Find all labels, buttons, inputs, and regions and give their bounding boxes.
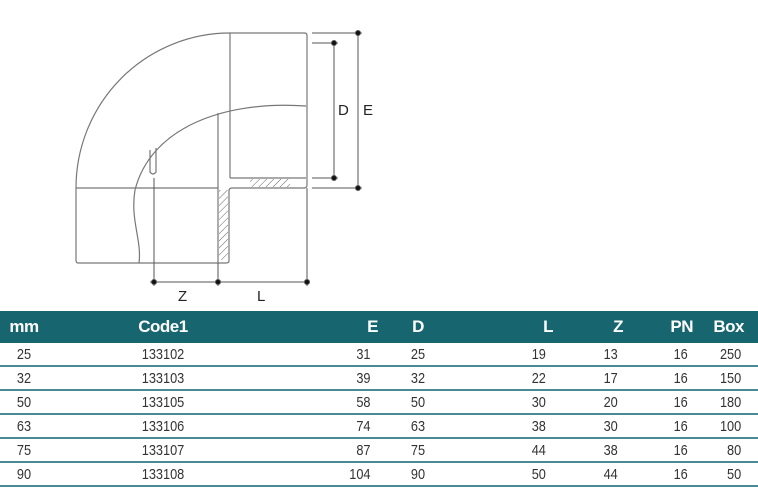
- header-l: L: [458, 311, 554, 343]
- header-mm: mm: [0, 311, 48, 343]
- header-pn: PN: [623, 311, 694, 343]
- cell-pn: 16: [628, 343, 688, 367]
- cell-box: 180: [697, 390, 754, 415]
- cell-mm: 63: [3, 414, 45, 439]
- table-row: 63 133106 74 63 38 30 16 100: [0, 414, 758, 439]
- cell-mm: 75: [3, 438, 45, 463]
- dimension-label-z: Z: [178, 288, 187, 305]
- cell-code: 133105: [65, 390, 261, 415]
- cell-e: 39: [285, 366, 371, 391]
- cell-z: 13: [558, 343, 618, 367]
- cell-mm: 50: [3, 390, 45, 415]
- header-box: Box: [693, 311, 758, 343]
- cell-l: 22: [465, 366, 546, 391]
- specification-table: mm Code1 E D L Z PN Box 25 133102 31 25 19 13…: [0, 311, 758, 487]
- elbow-technical-drawing: D E Z L: [75, 30, 373, 305]
- header-z: Z: [553, 311, 624, 343]
- cell-code: 133106: [65, 414, 261, 439]
- cell-code: 133107: [65, 438, 261, 463]
- table-row: 25 133102 31 25 19 13 16 250: [0, 343, 758, 367]
- cell-e: 58: [285, 390, 371, 415]
- table-header-row: mm Code1 E D L Z PN Box: [0, 311, 758, 343]
- cell-z: 17: [558, 366, 618, 391]
- cell-pn: 16: [628, 390, 688, 415]
- header-e: E: [278, 311, 379, 343]
- cell-pn: 16: [628, 366, 688, 391]
- table-row: 32 133103 39 32 22 17 16 150: [0, 366, 758, 391]
- table-row: 75 133107 87 75 44 38 16 80: [0, 438, 758, 463]
- cell-z: 30: [558, 414, 618, 439]
- cell-mm: 25: [3, 343, 45, 367]
- cell-d: 32: [384, 366, 452, 391]
- cell-box: 50: [697, 462, 754, 487]
- cell-e: 104: [285, 462, 371, 487]
- cell-box: 100: [697, 414, 754, 439]
- cell-e: 74: [285, 414, 371, 439]
- dimension-lines: [150, 30, 362, 286]
- cell-mm: 32: [3, 366, 45, 391]
- cell-box: 80: [697, 438, 754, 463]
- cell-d: 50: [384, 390, 452, 415]
- header-d: D: [378, 311, 458, 343]
- table-row: 50 133105 58 50 30 20 16 180: [0, 390, 758, 415]
- cell-l: 19: [465, 343, 546, 367]
- cell-code: 133103: [65, 366, 261, 391]
- cell-box: 150: [697, 366, 754, 391]
- cell-e: 31: [285, 343, 371, 367]
- dimension-label-d: D: [338, 102, 349, 119]
- table-row: 90 133108 104 90 50 44 16 50: [0, 462, 758, 487]
- cell-z: 44: [558, 462, 618, 487]
- dimension-label-l: L: [257, 288, 265, 305]
- cell-pn: 16: [628, 414, 688, 439]
- cell-code: 133102: [65, 343, 261, 367]
- cell-l: 50: [465, 462, 546, 487]
- cell-l: 44: [465, 438, 546, 463]
- cell-d: 63: [384, 414, 452, 439]
- cell-box: 250: [697, 343, 754, 367]
- cell-z: 20: [558, 390, 618, 415]
- cell-code: 133108: [65, 462, 261, 487]
- cell-e: 87: [285, 438, 371, 463]
- cell-l: 38: [465, 414, 546, 439]
- cell-pn: 16: [628, 438, 688, 463]
- header-code: Code1: [48, 311, 278, 343]
- cell-d: 75: [384, 438, 452, 463]
- cell-d: 90: [384, 462, 452, 487]
- cell-l: 30: [465, 390, 546, 415]
- dimension-label-e: E: [363, 102, 373, 119]
- cell-mm: 90: [3, 462, 45, 487]
- cell-d: 25: [384, 343, 452, 367]
- cell-z: 38: [558, 438, 618, 463]
- cell-pn: 16: [628, 462, 688, 487]
- elbow-outline: [75, 32, 308, 264]
